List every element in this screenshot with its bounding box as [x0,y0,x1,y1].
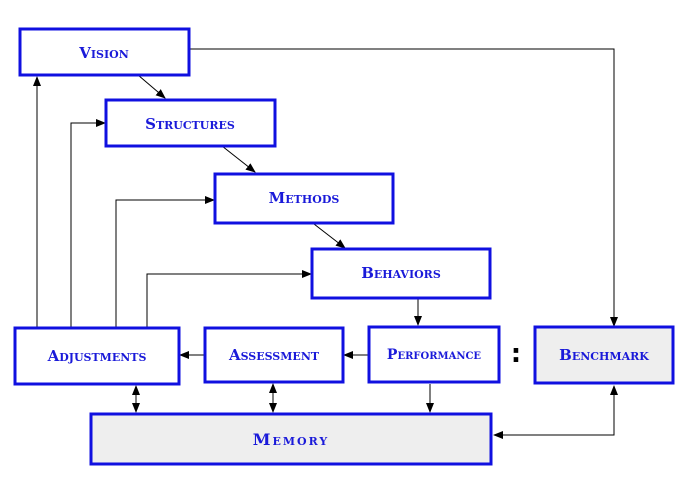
node-structures-label: Structures [145,115,235,133]
node-methods: Methods [213,172,395,225]
node-memory-label: Memory [253,430,330,449]
node-vision: Vision [18,27,191,77]
node-assessment-label: Assessment [228,346,320,364]
separator-colon-glyph: : [511,339,521,369]
node-structures: Structures [104,98,277,148]
node-performance: Performance [367,325,501,384]
edge-adjustments-methods [115,196,215,327]
node-memory: Memory [89,412,493,466]
edge-adjustments-behaviors [146,270,312,327]
edge-structures-methods [221,145,256,173]
edges [33,48,618,439]
node-behaviors: Behaviors [310,247,492,300]
node-adjustments-label: Adjustments [47,347,147,365]
node-benchmark: Benchmark [533,325,675,385]
edge-vision-benchmark [189,48,618,327]
node-methods-label: Methods [269,189,340,207]
separator-colon: : [511,339,521,369]
node-benchmark-label: Benchmark [559,346,649,364]
edge-benchmark-memory [493,385,618,439]
edge-vision-structures [137,74,166,99]
node-vision-label: Vision [78,44,129,62]
node-behaviors-label: Behaviors [361,264,441,282]
node-assessment: Assessment [203,326,345,384]
edge-adjustments-structures [70,119,106,327]
node-adjustments: Adjustments [13,326,181,386]
node-performance-label: Performance [387,347,482,363]
edge-methods-behaviors [313,223,346,249]
